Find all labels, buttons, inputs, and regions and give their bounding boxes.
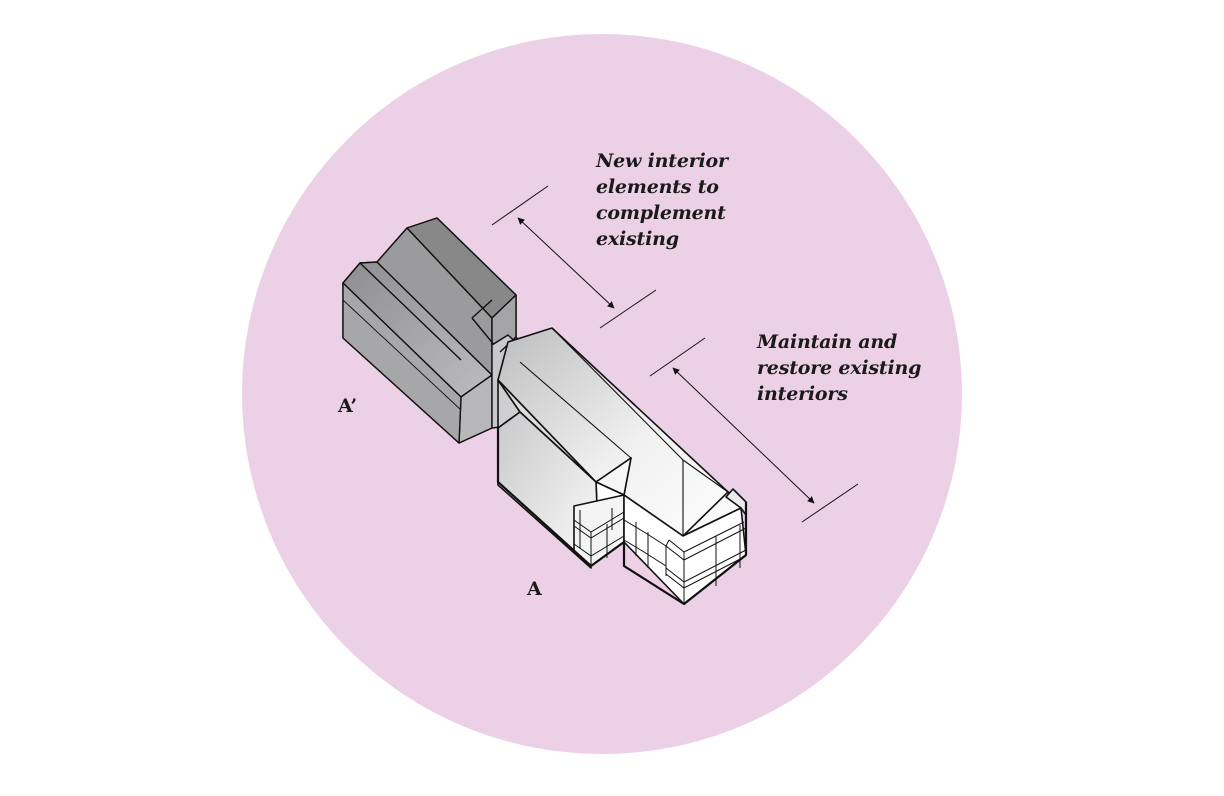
dimension-new-interior <box>491 185 657 329</box>
annotation-line: existing <box>596 228 679 250</box>
dimension-tick <box>599 289 657 329</box>
annotation-line: Maintain and <box>757 331 898 353</box>
section-marker-a-prime: A’ <box>338 395 358 417</box>
annotation-line: interiors <box>757 383 848 405</box>
section-marker-a: A <box>527 578 542 600</box>
dimension-tick <box>801 483 859 523</box>
dimension-existing-interior <box>649 337 859 523</box>
annotation-line: restore existing <box>757 357 922 379</box>
porch-details <box>573 508 747 604</box>
annotation-line: New interior <box>596 150 728 172</box>
existing-wing-outline <box>496 428 748 606</box>
dimension-arrow <box>672 367 815 504</box>
dimension-tick <box>491 185 549 226</box>
annotation-new-interior: New interior elements to complement exis… <box>596 148 728 252</box>
dimension-arrow <box>517 217 615 309</box>
annotation-line: complement <box>596 202 726 224</box>
annotation-line: elements to <box>596 176 719 198</box>
annotation-existing-interior: Maintain and restore existing interiors <box>757 329 921 407</box>
dimension-tick <box>649 337 706 377</box>
